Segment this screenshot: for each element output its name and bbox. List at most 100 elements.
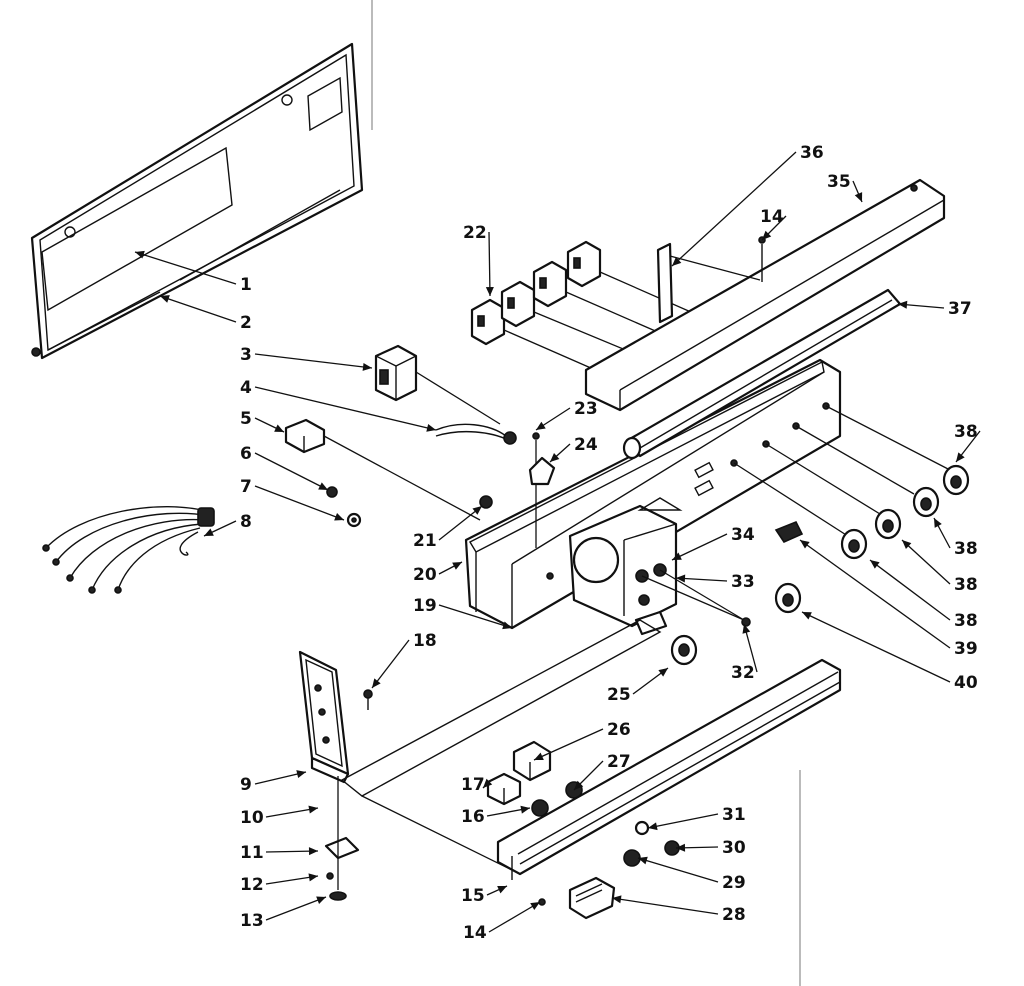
callout-c4: 4 <box>240 378 252 398</box>
scan-edge-lines <box>371 0 801 986</box>
arrowhead-c23 <box>536 421 546 430</box>
control-panel-plate <box>30 42 364 360</box>
arrowhead-c29 <box>638 856 648 865</box>
switch-26 <box>512 740 552 782</box>
callout-c37: 37 <box>948 299 972 319</box>
knob-25 <box>670 634 698 666</box>
arrowhead-c7 <box>334 513 344 521</box>
arrowhead-c38a <box>956 452 965 462</box>
switch-block <box>374 344 501 425</box>
arrowhead-c35 <box>854 192 863 202</box>
arrowhead-c19 <box>502 621 512 630</box>
callout-c36: 36 <box>800 143 824 163</box>
arrowhead-c25 <box>658 668 668 677</box>
knob-16 <box>531 799 549 817</box>
vertical-bracket-36 <box>656 242 761 324</box>
callout-c12: 12 <box>240 875 264 895</box>
arrowhead-c34 <box>672 552 682 560</box>
arrowhead-c11 <box>308 847 318 856</box>
callout-c13: 13 <box>240 911 264 931</box>
callout-c14b: 14 <box>463 923 487 943</box>
callout-c7: 7 <box>240 477 252 497</box>
callout-c40: 40 <box>954 673 978 693</box>
callout-c5: 5 <box>240 409 252 429</box>
switch-17 <box>486 772 522 806</box>
clip-39 <box>774 520 804 544</box>
callout-c18: 18 <box>413 631 437 651</box>
arrowhead-c9 <box>296 770 306 778</box>
callout-c19: 19 <box>413 596 437 616</box>
arrowhead-c32 <box>742 624 751 634</box>
callout-c10: 10 <box>240 808 264 828</box>
leader-c1 <box>134 251 237 285</box>
arrowhead-c18 <box>372 678 381 688</box>
knob-29 <box>623 849 641 867</box>
leader-c18 <box>371 639 410 689</box>
callout-c31: 31 <box>722 805 746 825</box>
callout-c25: 25 <box>607 685 631 705</box>
arrowhead-c21 <box>472 506 482 515</box>
arrowhead-c16 <box>520 805 530 814</box>
callout-c27: 27 <box>607 752 631 772</box>
mounting-bracket <box>298 650 350 776</box>
washer-31 <box>634 820 650 836</box>
callout-c17: 17 <box>461 775 485 795</box>
leader-c19 <box>438 604 513 629</box>
arrowhead-c33 <box>676 574 686 583</box>
arrowhead-c10 <box>308 805 318 814</box>
callout-c38a: 38 <box>954 422 978 442</box>
control-housing <box>464 358 951 630</box>
leader-c4 <box>254 386 437 431</box>
callout-c38c: 38 <box>954 575 978 595</box>
callout-c11: 11 <box>240 843 264 863</box>
arrowhead-c15 <box>497 886 507 894</box>
callout-c26: 26 <box>607 720 631 740</box>
arrowhead-c4 <box>426 424 436 432</box>
callout-c22: 22 <box>463 223 487 243</box>
support-strip <box>340 619 662 875</box>
leader-c13 <box>265 896 327 921</box>
callout-c28: 28 <box>722 905 746 925</box>
callout-c20: 20 <box>413 565 437 585</box>
leader-c21 <box>438 505 483 541</box>
arrowhead-c13 <box>316 896 326 904</box>
bracket-hardware <box>310 756 360 901</box>
callout-c3: 3 <box>240 345 252 365</box>
callout-c16: 16 <box>461 807 485 827</box>
arrowhead-c27 <box>574 780 584 790</box>
arrowhead-c24 <box>550 453 560 462</box>
timer-module <box>568 497 751 636</box>
grommet-21 <box>479 495 493 509</box>
switch-28 <box>568 876 616 920</box>
top-trim-rail <box>584 178 946 412</box>
arrowhead-c28 <box>612 895 622 904</box>
leader-c31 <box>647 813 719 829</box>
arrowhead-c2 <box>160 295 170 303</box>
callout-c34: 34 <box>731 525 755 545</box>
arrowhead-c40 <box>802 612 812 620</box>
callout-c38d: 38 <box>954 611 978 631</box>
leader-c3 <box>254 353 373 369</box>
callout-c1: 1 <box>240 275 252 295</box>
arrowhead-c14a <box>762 230 772 240</box>
leader-c38c <box>901 539 951 585</box>
leader-c14b <box>488 901 541 933</box>
leader-c7 <box>254 485 345 521</box>
arrowhead-c30 <box>676 843 686 852</box>
arrowhead-c22 <box>485 286 494 296</box>
knob-40 <box>774 582 802 614</box>
arrowhead-c17 <box>483 778 493 788</box>
callout-c2: 2 <box>240 313 252 333</box>
callout-c9: 9 <box>240 775 252 795</box>
arrowhead-c31 <box>648 822 658 831</box>
arrowhead-c36 <box>672 256 682 266</box>
leader-c36 <box>671 151 797 267</box>
callout-c30: 30 <box>722 838 746 858</box>
callout-c38b: 38 <box>954 539 978 559</box>
screw-18 <box>363 689 373 710</box>
arrowhead-c38b <box>934 518 942 528</box>
leader-c29 <box>637 857 719 883</box>
arrowhead-c20 <box>452 562 462 570</box>
leader-c40 <box>801 611 951 683</box>
arrowhead-c39 <box>800 540 810 549</box>
